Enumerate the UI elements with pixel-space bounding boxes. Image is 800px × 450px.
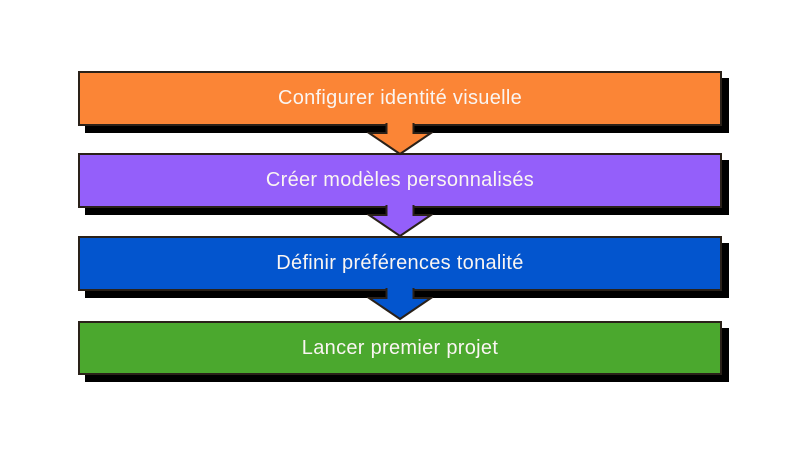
step-box-3: Définir préférences tonalité (78, 236, 722, 291)
down-arrow-icon-3 (367, 288, 433, 321)
step-label-1: Configurer identité visuelle (277, 87, 523, 109)
step-label-2: Créer modèles personnalisés (265, 169, 535, 191)
step-label-4: Lancer premier projet (301, 336, 499, 359)
down-arrow-icon-2 (367, 205, 433, 238)
step-box-4: Lancer premier projet (78, 321, 722, 375)
step-box-2: Créer modèles personnalisés (78, 153, 722, 208)
step-label-3: Définir préférences tonalité (276, 252, 524, 274)
step-box-1: Configurer identité visuelle (78, 71, 722, 126)
down-arrow-icon-1 (367, 123, 433, 156)
